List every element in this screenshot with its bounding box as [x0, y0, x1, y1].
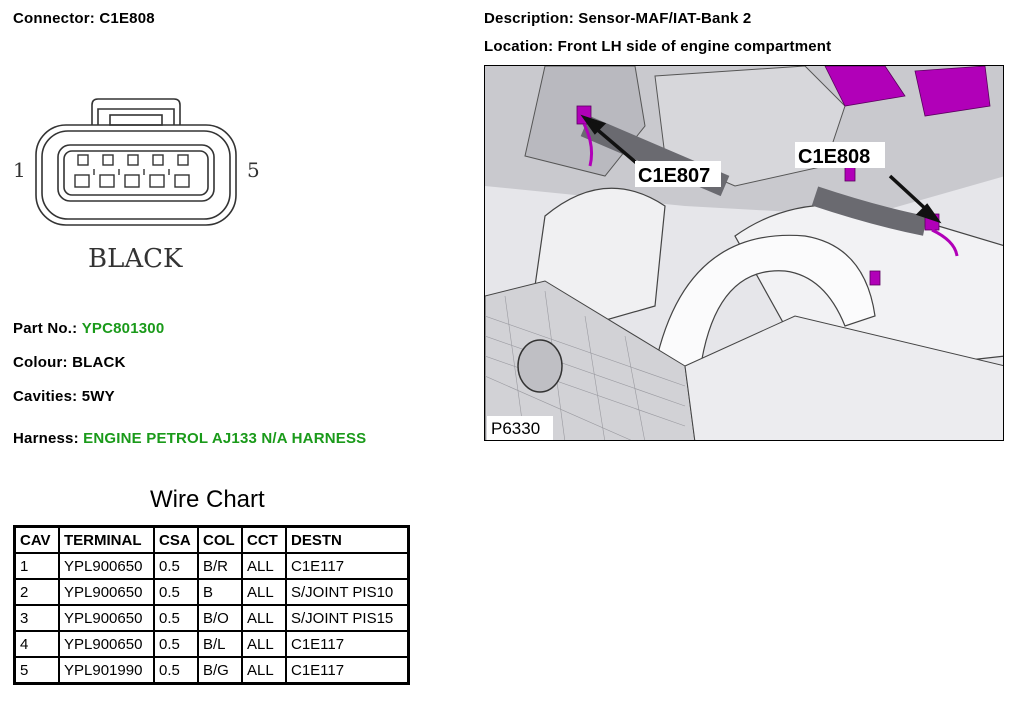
part-no-line: Part No.: YPC801300	[13, 320, 164, 337]
header-csa: CSA	[153, 525, 199, 554]
table-row: 3 YPL900650 0.5 B/O ALL S/JOINT PIS15	[13, 604, 410, 632]
cavity-grid	[74, 154, 190, 188]
connector-colour-label: BLACK	[88, 244, 183, 274]
cell-terminal: YPL900650	[58, 578, 155, 606]
connector-line: Connector: C1E808	[13, 10, 155, 27]
connector-label: Connector:	[13, 10, 95, 27]
connector-value: C1E808	[99, 10, 155, 27]
location-line: Location: Front LH side of engine compar…	[484, 38, 831, 55]
cell-col: B/R	[197, 552, 243, 580]
header-cct: CCT	[241, 525, 287, 554]
cell-csa: 0.5	[153, 630, 199, 658]
cavities-label: Cavities:	[13, 388, 78, 405]
header-terminal: TERMINAL	[58, 525, 155, 554]
location-label: Location:	[484, 38, 554, 55]
table-row: 2 YPL900650 0.5 B ALL S/JOINT PIS10	[13, 578, 410, 606]
cell-cct: ALL	[241, 630, 287, 658]
cavities-value: 5WY	[81, 388, 115, 405]
cell-terminal: YPL901990	[58, 656, 155, 685]
cell-terminal: YPL900650	[58, 630, 155, 658]
cell-terminal: YPL900650	[58, 552, 155, 580]
pin-1-label: 1	[13, 158, 26, 182]
colour-value: BLACK	[72, 354, 126, 371]
cell-col: B	[197, 578, 243, 606]
table-row: 5 YPL901990 0.5 B/G ALL C1E117	[13, 656, 410, 685]
callout-c1e807: C1E807	[638, 165, 710, 187]
cell-cct: ALL	[241, 656, 287, 685]
harness-value: ENGINE PETROL AJ133 N/A HARNESS	[83, 430, 367, 447]
harness-label: Harness:	[13, 430, 79, 447]
connector-inner-block	[57, 144, 215, 202]
header-destn: DESTN	[285, 525, 410, 554]
colour-line: Colour: BLACK	[13, 354, 126, 371]
part-no-value: YPC801300	[81, 320, 165, 337]
cell-col: B/L	[197, 630, 243, 658]
cavities-line: Cavities: 5WY	[13, 388, 115, 405]
header-cav: CAV	[13, 525, 60, 554]
cell-csa: 0.5	[153, 656, 199, 685]
colour-label: Colour:	[13, 354, 68, 371]
cell-csa: 0.5	[153, 578, 199, 606]
wire-chart-header-row: CAV TERMINAL CSA COL CCT DESTN	[13, 525, 410, 554]
cell-destn: C1E117	[285, 656, 410, 685]
cell-terminal: YPL900650	[58, 604, 155, 632]
cell-cav: 5	[13, 656, 60, 685]
description-label: Description:	[484, 10, 574, 27]
cell-cav: 3	[13, 604, 60, 632]
connector-face-diagram: 1 5 BLACK	[13, 98, 260, 274]
cell-cct: ALL	[241, 578, 287, 606]
cell-destn: S/JOINT PIS15	[285, 604, 410, 632]
table-row: 4 YPL900650 0.5 B/L ALL C1E117	[13, 630, 410, 658]
cell-csa: 0.5	[153, 552, 199, 580]
cell-col: B/G	[197, 656, 243, 685]
harness-line: Harness: ENGINE PETROL AJ133 N/A HARNESS	[13, 430, 366, 447]
cell-col: B/O	[197, 604, 243, 632]
cell-cav: 1	[13, 552, 60, 580]
header-col: COL	[197, 525, 243, 554]
table-row: 1 YPL900650 0.5 B/R ALL C1E117	[13, 552, 410, 580]
cell-destn: C1E117	[285, 552, 410, 580]
photo-reference: P6330	[491, 419, 540, 438]
cell-destn: S/JOINT PIS10	[285, 578, 410, 606]
cell-cav: 2	[13, 578, 60, 606]
description-line: Description: Sensor-MAF/IAT-Bank 2	[484, 10, 751, 27]
connector-latch	[91, 98, 181, 125]
pin-5-label: 5	[247, 158, 260, 182]
cell-csa: 0.5	[153, 604, 199, 632]
cell-cct: ALL	[241, 552, 287, 580]
part-no-label: Part No.:	[13, 320, 78, 337]
engine-bay-illustration: C1E807 C1E808 P6330	[484, 65, 1004, 441]
wire-chart-title: Wire Chart	[150, 486, 265, 513]
cell-cav: 4	[13, 630, 60, 658]
cell-cct: ALL	[241, 604, 287, 632]
description-value: Sensor-MAF/IAT-Bank 2	[578, 10, 752, 27]
location-value: Front LH side of engine compartment	[557, 38, 832, 55]
callout-c1e808: C1E808	[798, 146, 870, 168]
wire-chart-table: CAV TERMINAL CSA COL CCT DESTN 1 YPL9006…	[13, 525, 410, 685]
cell-destn: C1E117	[285, 630, 410, 658]
